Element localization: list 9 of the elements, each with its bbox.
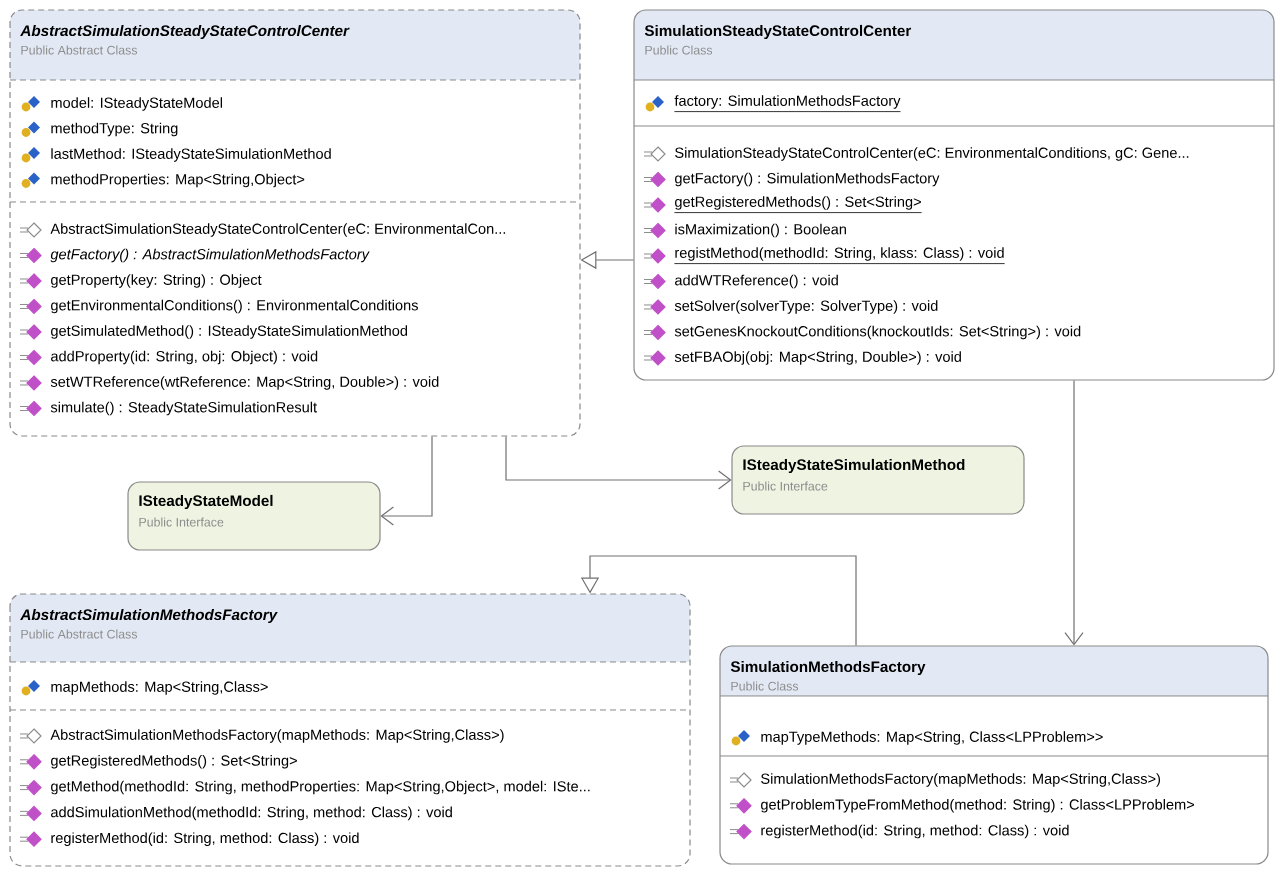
association-arrow bbox=[505, 435, 732, 490]
class-box bbox=[633, 9, 1275, 381]
interface-box bbox=[731, 445, 1025, 515]
class-box bbox=[719, 645, 1269, 865]
class-box bbox=[9, 593, 691, 867]
interface-box bbox=[127, 481, 381, 551]
class-box bbox=[9, 9, 581, 437]
association-arrow bbox=[380, 435, 433, 526]
association-arrow bbox=[1064, 379, 1084, 646]
